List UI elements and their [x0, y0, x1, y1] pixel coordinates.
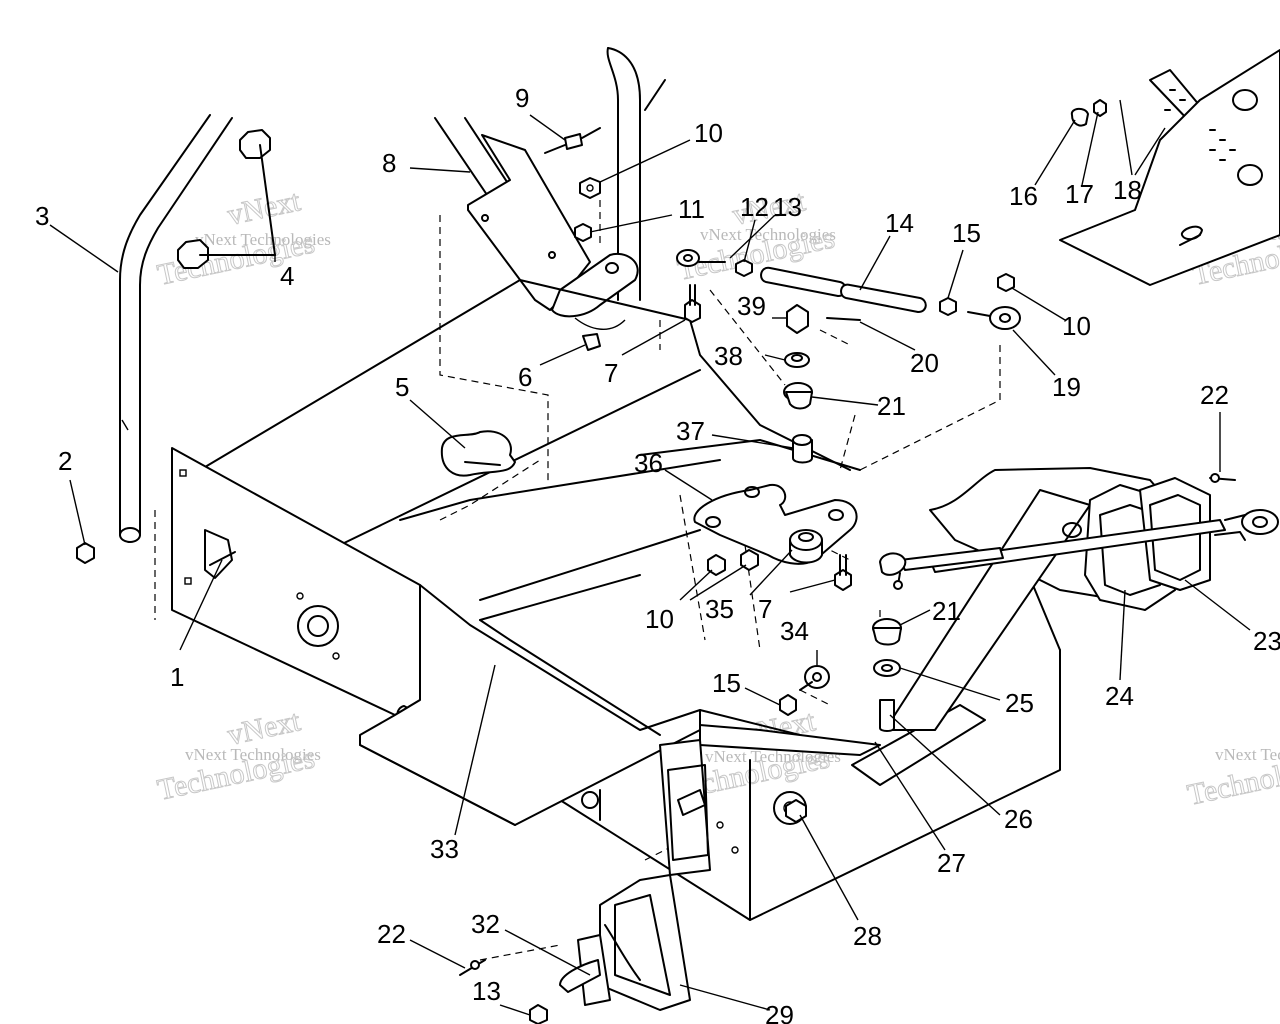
part-label: 10	[694, 118, 723, 148]
watermark-text: vNext Technologies	[195, 230, 331, 249]
leader-lines	[49, 99, 1251, 1016]
pitman-arm-plate	[693, 483, 858, 565]
skid-plate	[359, 584, 986, 826]
part-label: 15	[712, 668, 741, 698]
part-label: 22	[377, 919, 406, 949]
part-label: 32	[471, 909, 500, 939]
part-label: 14	[885, 208, 914, 238]
part-label: 16	[1009, 181, 1038, 211]
part-label: 38	[714, 341, 743, 371]
watermark-text: vNext Technologies	[185, 745, 321, 764]
part-label: 34	[780, 616, 809, 646]
part-label: 18	[1113, 175, 1142, 205]
part-label: 11	[678, 194, 705, 224]
part-label: 6	[518, 362, 532, 392]
watermark-text: vNext Technologies	[700, 225, 836, 244]
part-label: 7	[604, 358, 618, 388]
part-label: 17	[1065, 179, 1094, 209]
part-label: 28	[853, 921, 882, 951]
right-side-frame	[884, 467, 1279, 731]
part-label: 33	[430, 834, 459, 864]
part-label: 1	[170, 662, 184, 692]
top-right-plate	[1059, 49, 1280, 286]
part-label: 19	[1052, 372, 1081, 402]
part-label: 10	[645, 604, 674, 634]
part-label: 24	[1105, 681, 1134, 711]
part-label: 13	[773, 192, 802, 222]
spindle-bracket	[559, 724, 881, 1011]
part-label: 13	[472, 976, 501, 1006]
part-label: 7	[758, 594, 772, 624]
part-label: 2	[58, 446, 72, 476]
part-label: 21	[932, 596, 961, 626]
steering-post-bracket	[434, 117, 639, 330]
part-label: 27	[937, 848, 966, 878]
hardware-parts	[76, 127, 1236, 1024]
part-label: 29	[765, 1000, 794, 1024]
part-label: 5	[395, 372, 409, 402]
main-frame	[171, 279, 1061, 921]
drag-link-tube	[760, 266, 1004, 590]
part-label: 23	[1253, 626, 1280, 656]
part-label: 35	[705, 594, 734, 624]
part-label: 22	[1200, 380, 1229, 410]
part-label: 4	[280, 261, 294, 291]
part-label: 36	[634, 448, 663, 478]
part-label: 20	[910, 348, 939, 378]
part-label: 21	[877, 391, 906, 421]
assembly-guide-lines	[154, 200, 1001, 961]
part-label: 25	[1005, 688, 1034, 718]
steering-column-upper	[606, 47, 666, 301]
part-label: 39	[737, 291, 766, 321]
part-label: 37	[676, 416, 705, 446]
part-label: 3	[35, 201, 49, 231]
steering-rod-3	[119, 114, 276, 543]
watermark-text: vNext	[225, 184, 304, 232]
part-label: 12	[740, 192, 769, 222]
part-label: 26	[1004, 804, 1033, 834]
watermark-text: vNext Technologies	[1215, 745, 1280, 764]
bolt-9	[564, 133, 583, 150]
part-label: 8	[382, 148, 396, 178]
part-label: 10	[1062, 311, 1091, 341]
part-label: 15	[952, 218, 981, 248]
part-label: 9	[515, 83, 529, 113]
part-labels: 1 2 3 4 5 6 7 8 9 10 11 12 13 14 15 10 1…	[35, 83, 1280, 1024]
